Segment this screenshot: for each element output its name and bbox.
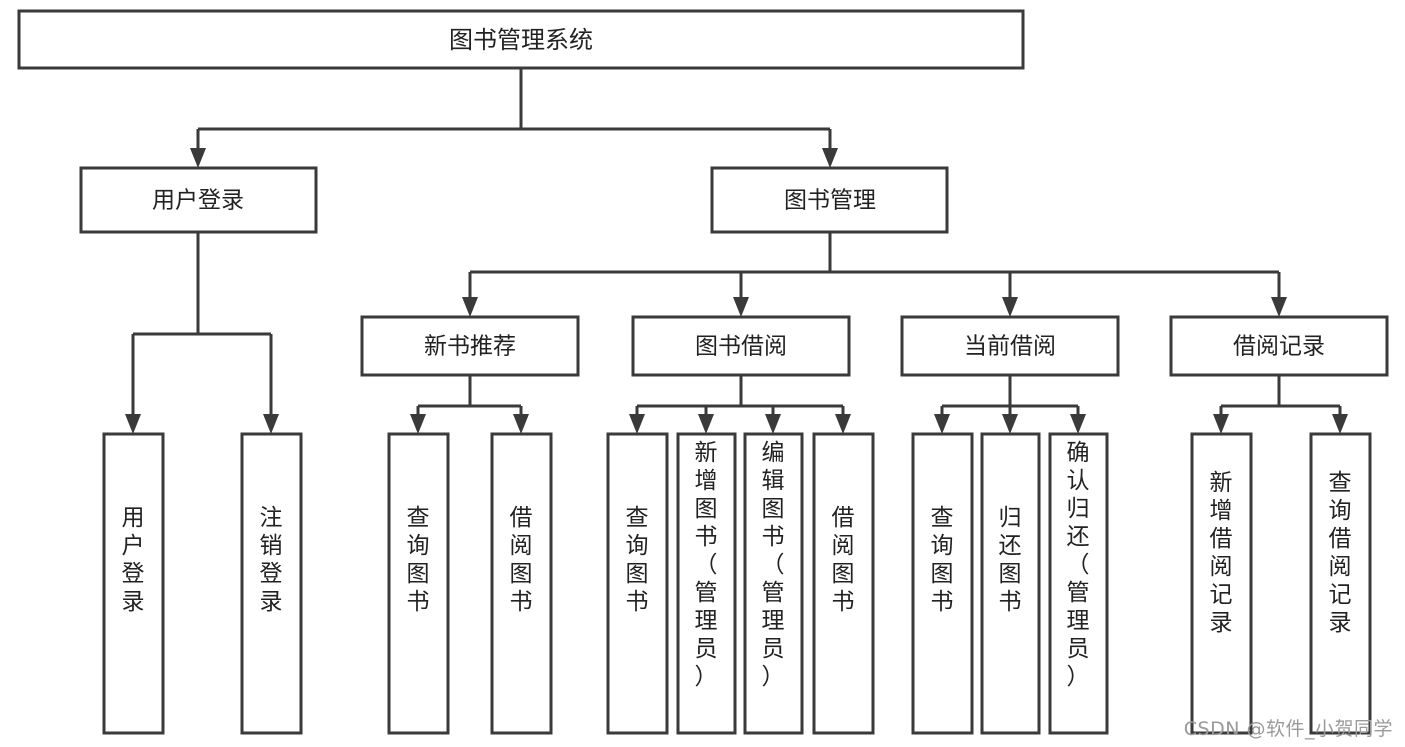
leaf-return-book-label: 归还图书 [999,505,1022,615]
leaf-add-record[interactable]: 新增借阅记录 [1190,432,1253,735]
leaf-edit-book-label: 编辑图书（管理员） [762,440,785,690]
leaf-query-book-3[interactable]: 查询图书 [911,432,974,735]
leaf-edit-book[interactable]: 编辑图书（管理员） [743,432,804,735]
leaf-user-login-label: 用户登录 [122,505,145,615]
connector-newbook-to-leaves [410,375,529,434]
leaf-query-book-2-label: 查询图书 [626,505,649,615]
connector-borrowrecord-to-leaves [1213,375,1348,434]
leaf-query-record[interactable]: 查询借阅记录 [1309,432,1372,735]
node-root-label: 图书管理系统 [449,26,593,54]
node-new-book-recommend-label: 新书推荐 [424,334,516,360]
leaf-query-book-1-label: 查询图书 [407,505,430,615]
node-root[interactable]: 图书管理系统 [17,9,1025,70]
leaf-return-book[interactable]: 归还图书 [980,432,1041,735]
node-user-login-label: 用户登录 [152,188,244,214]
node-current-borrow[interactable]: 当前借阅 [900,315,1120,377]
node-borrow-record[interactable]: 借阅记录 [1169,315,1389,377]
node-new-book-recommend[interactable]: 新书推荐 [360,315,580,377]
connector-bookmanage-to-level3 [462,232,1287,317]
leaf-borrow-book-1[interactable]: 借阅图书 [490,432,553,735]
leaf-confirm-return-label: 确认归还（管理员） [1067,440,1090,690]
node-book-manage[interactable]: 图书管理 [710,166,949,234]
connector-root-to-level2 [190,68,838,168]
node-borrow-record-label: 借阅记录 [1233,334,1325,360]
leaf-confirm-return[interactable]: 确认归还（管理员） [1048,432,1109,735]
node-user-login[interactable]: 用户登录 [79,166,318,234]
leaf-query-record-label: 查询借阅记录 [1329,470,1352,636]
leaf-query-book-1[interactable]: 查询图书 [387,432,450,735]
connector-bookborrow-to-leaves [629,375,851,434]
leaf-borrow-book-2-label: 借阅图书 [832,505,855,615]
leaf-add-record-label: 新增借阅记录 [1210,470,1233,636]
node-current-borrow-label: 当前借阅 [964,334,1056,360]
leaf-query-book-2[interactable]: 查询图书 [606,432,669,735]
leaf-add-book-label: 新增图书（管理员） [695,440,718,690]
connector-currentborrow-to-leaves [934,375,1086,434]
leaf-user-login[interactable]: 用户登录 [102,432,165,735]
leaf-query-book-3-label: 查询图书 [931,505,954,615]
node-book-borrow[interactable]: 图书借阅 [631,315,851,377]
node-book-borrow-label: 图书借阅 [695,334,787,360]
leaf-borrow-book-2[interactable]: 借阅图书 [812,432,875,735]
leaf-add-book[interactable]: 新增图书（管理员） [676,432,737,735]
csdn-watermark: CSDN @软件_小贺同学 [1183,718,1393,740]
node-book-manage-label: 图书管理 [784,188,876,214]
leaf-borrow-book-1-label: 借阅图书 [510,505,533,615]
leaf-user-logout-label: 注销登录 [260,505,283,615]
leaf-user-logout[interactable]: 注销登录 [240,432,303,735]
connector-userlogin-to-leaves [125,232,279,434]
